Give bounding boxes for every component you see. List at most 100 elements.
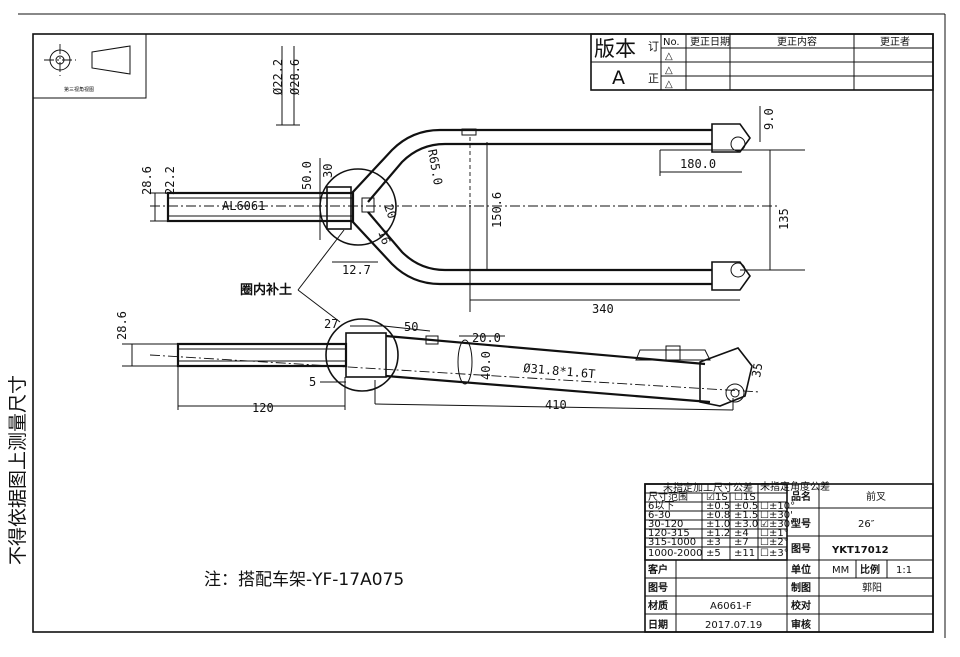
tol-r5c1: ±5	[706, 548, 721, 559]
dim-28-6-top: 28.6	[140, 166, 154, 195]
tol-h2: ☐1S	[734, 492, 756, 503]
tb-review-label: 审核	[791, 618, 811, 631]
dim-20-side: 20.0	[472, 331, 501, 345]
tb-material: A6061-F	[710, 601, 752, 612]
dim-20-top: 20	[381, 202, 399, 220]
crown-detail-circle-side	[325, 318, 399, 392]
rev-mark-1: △	[665, 51, 673, 62]
steerer-tube-top	[166, 191, 355, 223]
drawing-border	[32, 33, 934, 633]
tol-r3c2: ±4	[734, 528, 749, 539]
tol-r0c0: 6以下	[648, 501, 674, 512]
dim-30: 30	[321, 164, 335, 178]
side-view-dimensions: 28.6 120 5 27 50 20.0 40.0 Ø31.8*1.6T 41…	[115, 311, 765, 415]
tol-r4c0: 315-1000	[648, 537, 696, 548]
tol-r4c2: ±7	[734, 537, 749, 548]
tb-drawing-no: YKT17012	[831, 545, 889, 556]
revision-zheng: 正	[648, 72, 659, 85]
tb-material-label: 材质	[648, 599, 668, 612]
tol-r2c2: ±3.0	[734, 519, 758, 530]
dim-150-6: 150.6	[490, 192, 504, 228]
dim-120: 120	[252, 401, 274, 415]
steerer-diameter-callout: Ø22.2 Ø28.6	[271, 46, 302, 126]
dim-50-side: 50	[404, 320, 418, 334]
tb-part-name: 前叉	[866, 490, 886, 503]
tb-cust-drawing-label: 图号	[648, 582, 668, 594]
dim-40: 40.0	[479, 351, 493, 380]
filler-callout: 圈内补土	[240, 229, 345, 323]
tol-r2c1: ±1.0	[706, 519, 730, 530]
dim-16-top: 16	[375, 228, 393, 246]
revision-big-label: 版本	[594, 37, 636, 61]
tol-r1c3: ☐±30'	[760, 510, 793, 521]
tol-r3c1: ±1.2	[706, 528, 730, 539]
tol-r2c0: 30-120	[648, 519, 683, 530]
tol-r4c3: ☐±2°	[760, 537, 789, 548]
dim-35: 35	[749, 362, 765, 379]
tb-drawn-label: 制图	[791, 581, 811, 594]
rev-mark-3: △	[665, 79, 673, 90]
dim-50: 50.0	[300, 161, 314, 190]
projection-symbol: 第三视角视图	[32, 33, 147, 99]
revision-small-label: 订	[648, 40, 659, 53]
tb-date-label: 日期	[648, 618, 668, 631]
tol-r3c3: ☐±1°	[760, 528, 789, 539]
dim-28-6-side: 28.6	[115, 311, 129, 340]
tb-unit: MM	[832, 565, 849, 576]
dim-5: 5	[309, 375, 316, 389]
dim-180: 180.0	[680, 157, 716, 171]
dim-9: 9.0	[762, 108, 776, 130]
tol-r4c1: ±3	[706, 537, 721, 548]
tol-r0c2: ±0.5	[734, 501, 758, 512]
dim-r65: R65.0	[425, 148, 445, 186]
tol-r0c3: ☐±10°	[760, 501, 795, 512]
dim-410: 410	[545, 398, 567, 412]
projection-label: 第三视角视图	[64, 86, 94, 93]
dim-tube: Ø31.8*1.6T	[523, 361, 596, 381]
tb-scale: 1:1	[896, 565, 912, 576]
tb-drawing-no-label: 图号	[791, 543, 811, 555]
tol-r2c3: ☑±30'	[760, 519, 793, 530]
tol-h0: 尺寸范围	[648, 490, 688, 503]
dim-top-dia1: Ø22.2	[271, 59, 285, 95]
dim-135: 135	[777, 208, 791, 230]
dim-22-2-top: 22.2	[163, 166, 177, 195]
tol-r3c0: 120-315	[648, 528, 690, 539]
vertical-warning-note: 不得依据图上测量尺寸	[7, 375, 29, 565]
title-block: 品名 前叉 型号 26″ 图号 YKT17012 客户 单位 MM 比例 1:1…	[644, 483, 934, 633]
dim-27: 27	[324, 317, 338, 331]
tol-r5c3: ☐±3°	[760, 548, 789, 559]
tol-r0c1: ±0.5	[706, 501, 730, 512]
fork-side-view	[149, 318, 761, 407]
rev-header-by: 更正者	[880, 36, 910, 48]
tb-customer-label: 客户	[647, 563, 668, 576]
dim-12-7: 12.7	[342, 263, 371, 277]
revision-table: 版本 订 A 正 No. 更正日期 更正内容 更正者 △ △ △	[590, 33, 934, 91]
rev-mark-2: △	[665, 65, 673, 76]
tb-model-label: 型号	[791, 517, 811, 530]
dim-top-dia2: Ø28.6	[288, 59, 302, 95]
tb-part-name-label: 品名	[791, 490, 811, 503]
tb-model: 26″	[858, 519, 875, 530]
revision-version: A	[612, 67, 625, 89]
fork-top-view: AL6061	[150, 123, 780, 291]
tb-unit-label: 单位	[791, 563, 811, 576]
material-mark-top: AL6061	[222, 199, 265, 213]
tb-check-label: 校对	[791, 599, 811, 612]
tol-r1c1: ±0.8	[706, 510, 730, 521]
tol-r5c0: 1000-2000	[648, 548, 703, 559]
rev-header-date: 更正日期	[690, 36, 730, 48]
tb-scale-label: 比例	[860, 563, 880, 576]
tb-date: 2017.07.19	[705, 620, 762, 631]
rev-header-no: No.	[663, 37, 680, 48]
dim-340: 340	[592, 302, 614, 316]
assembly-note: 注：搭配车架-YF-17A075	[204, 570, 404, 590]
rev-header-content: 更正内容	[777, 35, 817, 48]
top-view-dimensions: 180.0 9.0 135 340 150.6 R65.0 50.0 30 28…	[140, 106, 805, 316]
tol-h1: ☑1S	[706, 492, 728, 503]
tol-r1c0: 6-30	[648, 510, 671, 521]
tb-drawn-by: 郭阳	[862, 581, 882, 594]
tol-r1c2: ±1.5	[734, 510, 758, 521]
steerer-tube-side	[176, 342, 348, 368]
